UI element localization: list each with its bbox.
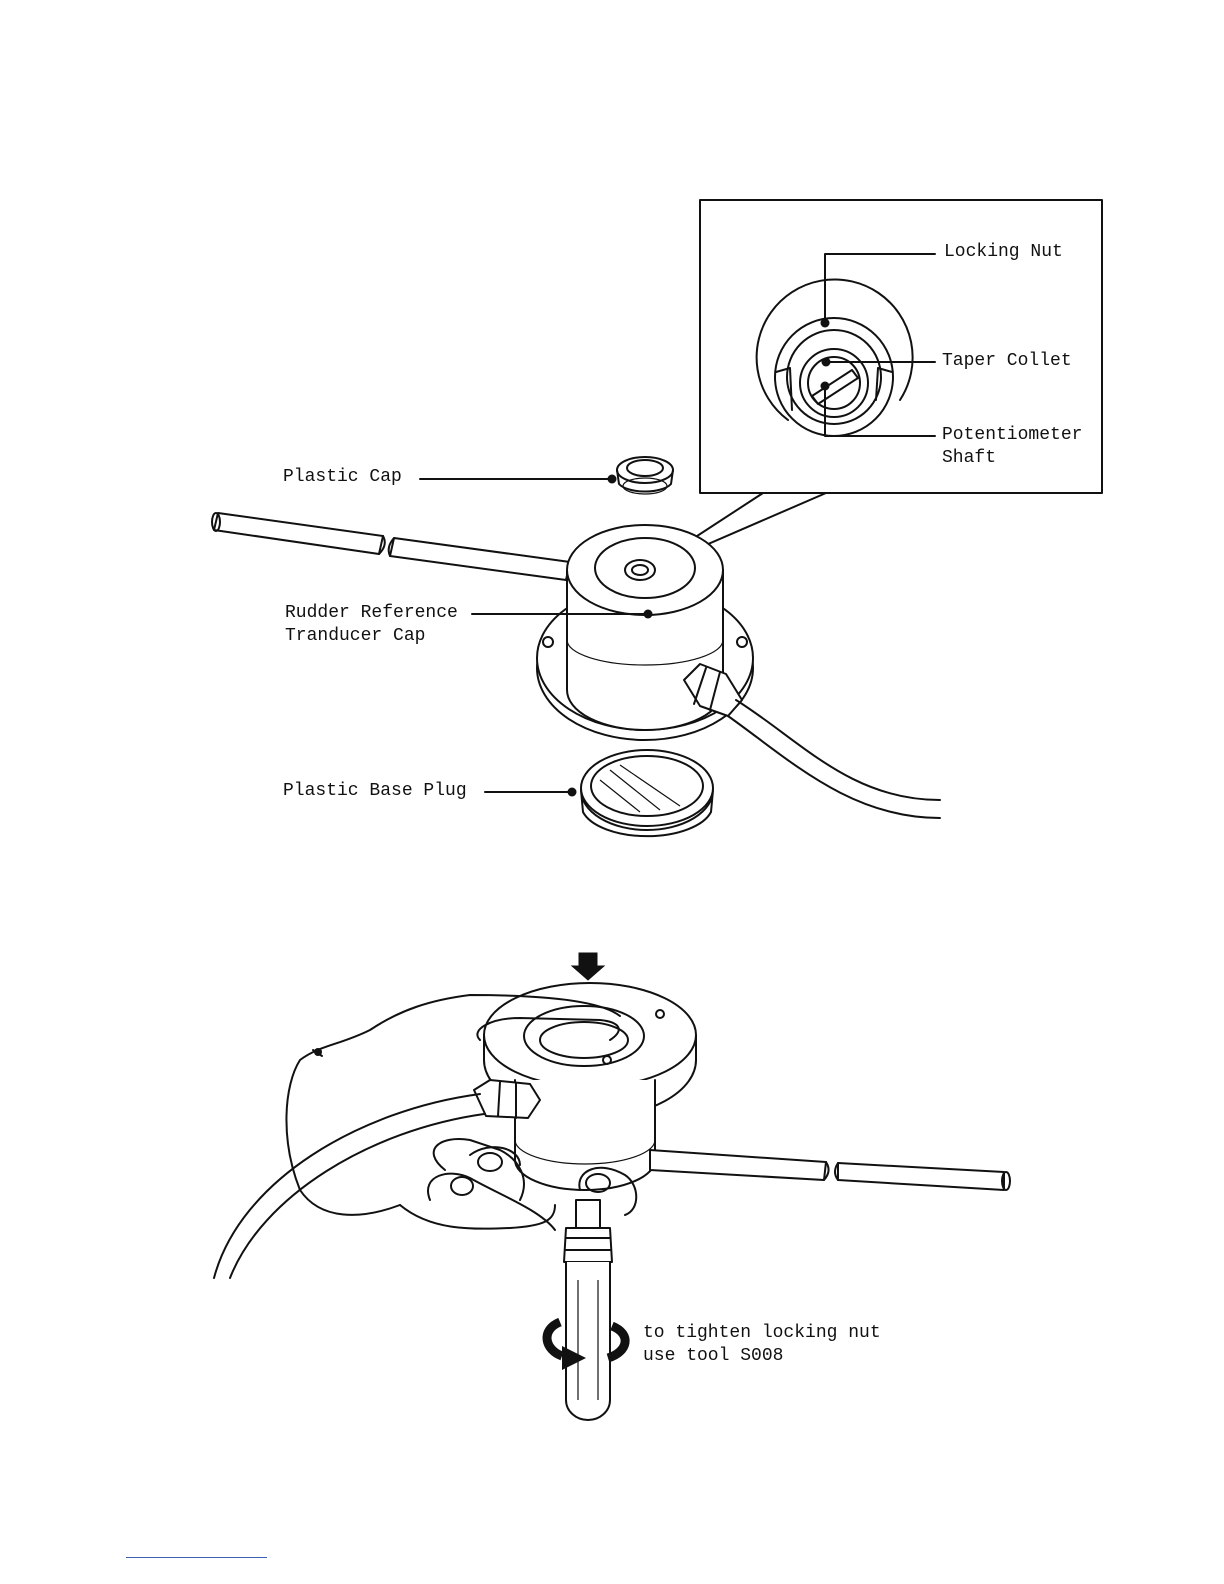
tool-s008-drawing bbox=[564, 1200, 612, 1420]
cable-lower bbox=[214, 1094, 484, 1278]
press-down-arrow-icon bbox=[572, 953, 604, 980]
tiller-arm-rod-lower bbox=[650, 1150, 1010, 1190]
cable-gland-lower bbox=[474, 1080, 540, 1118]
footer-rule bbox=[126, 1557, 267, 1558]
instruction-text: to tighten locking nut use tool S008 bbox=[643, 1322, 881, 1368]
